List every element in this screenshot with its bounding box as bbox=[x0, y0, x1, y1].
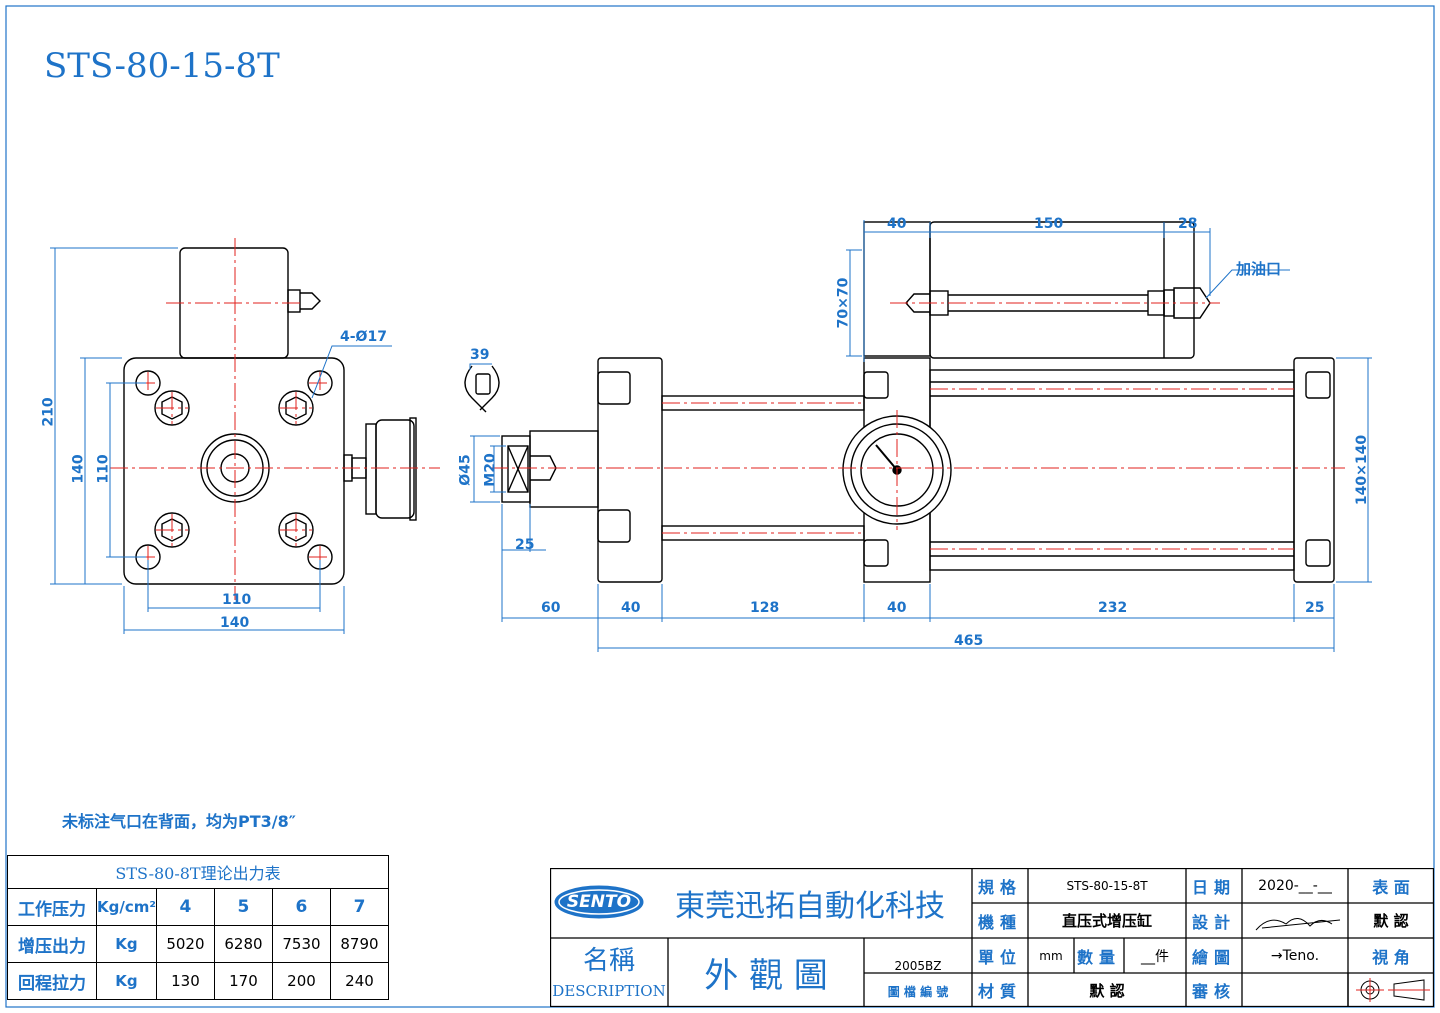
drawing-number-label: 圖 檔 編 號 bbox=[887, 984, 949, 999]
boost-value-1: 5020 bbox=[155, 925, 215, 963]
type-label: 機種 bbox=[977, 912, 1022, 932]
unit-label: 單位 bbox=[977, 947, 1022, 967]
dim-side-39: 39 bbox=[470, 347, 490, 363]
drawing-number: 2005BZ bbox=[894, 959, 942, 973]
draw-label: 繪圖 bbox=[1191, 947, 1236, 967]
title-block: SENTO 東莞迅拓自動化科技 名稱 DESCRIPTION 外 觀 圖 200… bbox=[550, 868, 1434, 1007]
drawing-title: STS-80-15-8T bbox=[44, 46, 280, 86]
unit-value: mm bbox=[1039, 948, 1063, 963]
design-label: 設計 bbox=[1191, 912, 1236, 932]
front-dim-lines bbox=[50, 247, 392, 634]
view-angle-label: 視 角 bbox=[1372, 947, 1410, 967]
dim-front-110-horizontal: 110 bbox=[222, 592, 252, 608]
dim-front-110-vertical: 110 bbox=[95, 454, 112, 484]
dim-side-40-a: 40 bbox=[621, 600, 641, 616]
company-name: 東莞迅拓自動化科技 bbox=[675, 889, 945, 924]
dim-side-40-b: 40 bbox=[887, 600, 907, 616]
company-logo: SENTO bbox=[566, 892, 632, 912]
dim-side-140x140: 140×140 bbox=[1354, 434, 1371, 506]
name-label-en: DESCRIPTION bbox=[552, 982, 666, 1000]
material-label: 材質 bbox=[977, 982, 1022, 1001]
boost-value-2: 6280 bbox=[213, 925, 273, 963]
date-value: 2020-__-__ bbox=[1258, 877, 1332, 894]
projection-symbol bbox=[1356, 978, 1430, 1002]
dim-side-25-right: 25 bbox=[1305, 600, 1325, 616]
side-view bbox=[464, 221, 1335, 583]
dim-side-28: 28 bbox=[1178, 216, 1198, 232]
dim-side-150: 150 bbox=[1034, 216, 1064, 232]
name-label: 名稱 bbox=[582, 945, 635, 976]
side-dim-lines bbox=[469, 220, 1372, 652]
draw-value: →Teno. bbox=[1270, 947, 1320, 964]
dim-side-d45: Ø45 bbox=[457, 454, 474, 486]
drawing-name: 外 觀 圖 bbox=[704, 956, 828, 996]
dim-front-140-vertical: 140 bbox=[70, 454, 87, 484]
dim-side-40-top: 40 bbox=[887, 216, 907, 232]
pressure-value-2: 5 bbox=[213, 888, 273, 926]
spec-label: 規格 bbox=[977, 877, 1022, 897]
dim-side-60: 60 bbox=[541, 600, 561, 616]
title-block-grid bbox=[550, 868, 1434, 1007]
frame bbox=[5, 5, 1435, 1008]
dim-front-holes: 4-Ø17 bbox=[340, 329, 387, 345]
dim-side-465: 465 bbox=[954, 633, 984, 649]
spec-value: STS-80-15-8T bbox=[1066, 878, 1148, 893]
front-view bbox=[123, 247, 417, 585]
dim-side-128: 128 bbox=[750, 600, 780, 616]
row-unit-return-force: Kg bbox=[96, 962, 157, 1000]
surface-value: 默 認 bbox=[1373, 912, 1409, 930]
pressure-value-3: 6 bbox=[271, 888, 331, 926]
review-label: 審核 bbox=[1191, 982, 1236, 1001]
dim-side-70x70: 70×70 bbox=[835, 277, 852, 329]
return-value-4: 240 bbox=[329, 962, 390, 1000]
type-value: 直压式增压缸 bbox=[1061, 912, 1152, 930]
boost-value-4: 8790 bbox=[329, 925, 390, 963]
dim-front-210: 210 bbox=[40, 397, 57, 427]
pressure-value-4: 7 bbox=[329, 888, 390, 926]
logo-oval bbox=[554, 885, 644, 919]
row-label-boost-output: 增压出力 bbox=[7, 925, 97, 963]
pressure-value-1: 4 bbox=[155, 888, 215, 926]
return-value-2: 170 bbox=[213, 962, 273, 1000]
side-centerlines bbox=[490, 302, 1345, 550]
row-unit-boost-output: Kg bbox=[96, 925, 157, 963]
front-centerlines bbox=[110, 238, 440, 600]
dim-side-232: 232 bbox=[1098, 600, 1128, 616]
output-table-title: STS-80-8T理论出力表 bbox=[7, 855, 389, 889]
dim-side-25-left: 25 bbox=[515, 537, 535, 553]
port-note: 未标注气口在背面，均为PT3/8″ bbox=[62, 812, 296, 831]
return-value-3: 200 bbox=[271, 962, 331, 1000]
design-signature bbox=[1255, 918, 1341, 931]
surface-label: 表 面 bbox=[1372, 877, 1410, 897]
row-label-pressure: 工作压力 bbox=[7, 888, 97, 926]
row-unit-pressure: Kg/cm² bbox=[96, 888, 157, 926]
row-label-return-force: 回程拉力 bbox=[7, 962, 97, 1000]
oil-inlet-callout: 加油口 bbox=[1236, 260, 1282, 278]
boost-value-3: 7530 bbox=[271, 925, 331, 963]
material-value: 默 認 bbox=[1089, 981, 1125, 1000]
quantity-label: 數量 bbox=[1076, 947, 1121, 967]
dim-front-140-horizontal: 140 bbox=[220, 615, 250, 631]
output-table: STS-80-8T理论出力表 工作压力 Kg/cm² 4 5 6 7 增压出力 … bbox=[7, 855, 390, 1000]
return-value-1: 130 bbox=[155, 962, 215, 1000]
dim-side-m20: M20 bbox=[482, 453, 499, 487]
date-label: 日期 bbox=[1191, 877, 1236, 897]
quantity-value: __件 bbox=[1141, 948, 1169, 965]
